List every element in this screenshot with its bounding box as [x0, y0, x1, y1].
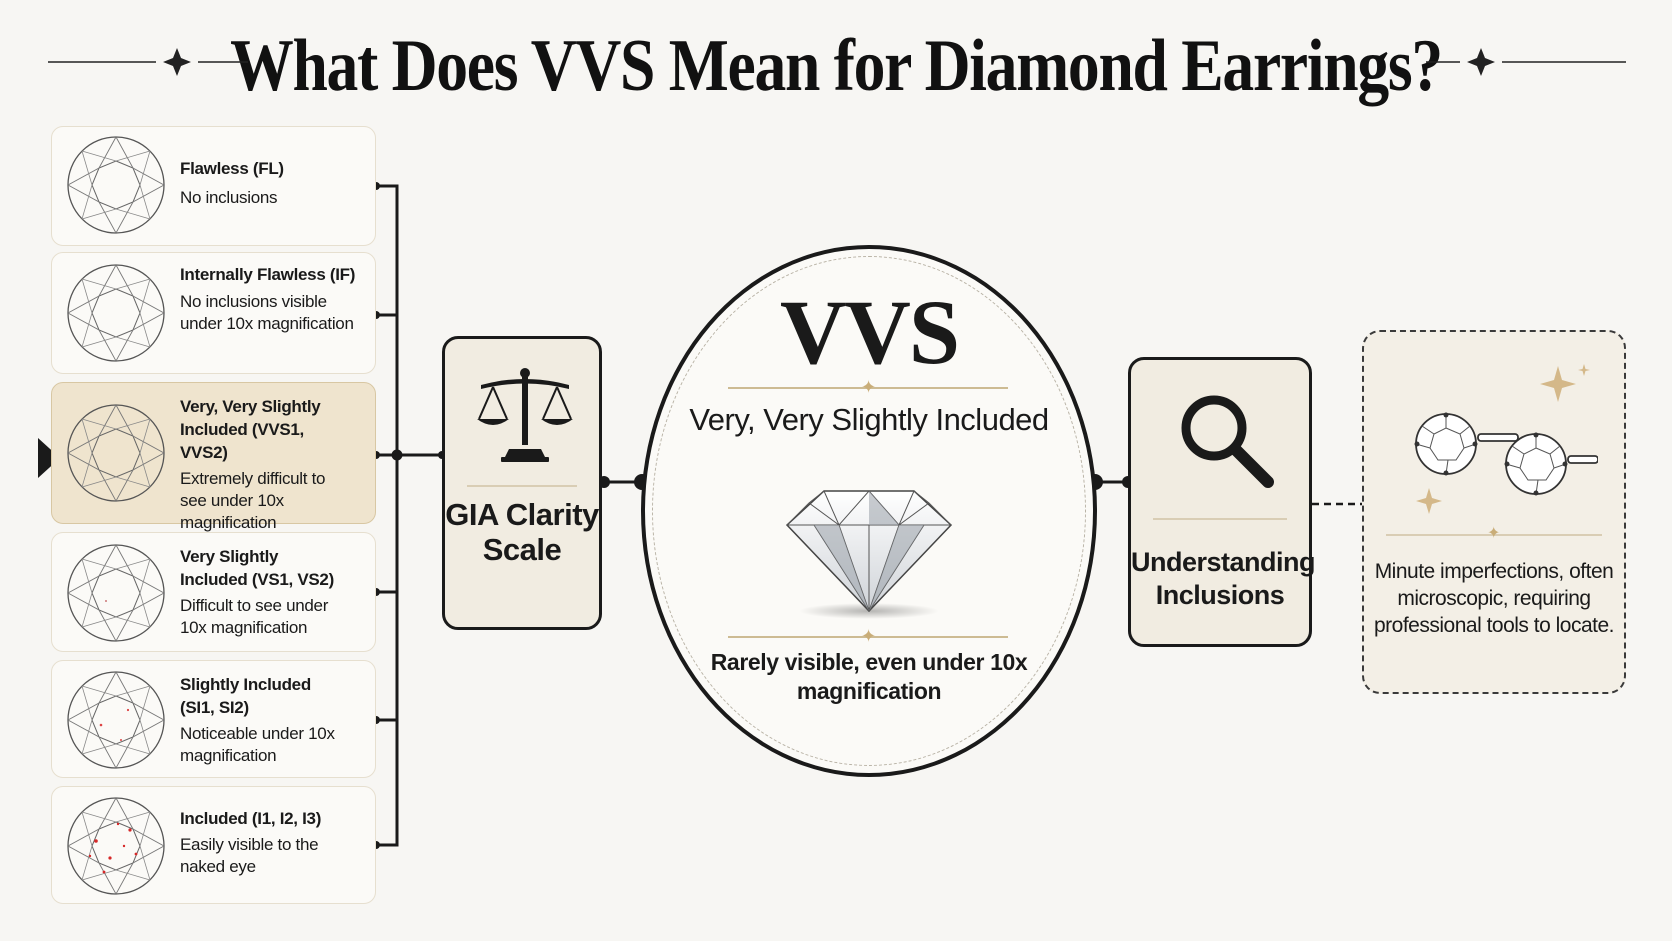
sparkle-icon [1416, 488, 1442, 514]
diamond-outline-icon [67, 136, 165, 234]
minute-imperfections-card: ✦ Minute imperfections, often microscopi… [1362, 330, 1626, 694]
sparkle-icon: ✦ [861, 626, 877, 646]
ornament-left [48, 48, 248, 76]
stud-earrings-icon [1414, 412, 1598, 496]
gia-clarity-scale-card: GIA Clarity Scale [442, 336, 602, 630]
grade-description: Easily visible to the naked eye [180, 835, 319, 876]
diamond-outline-icon [67, 404, 165, 502]
grade-description: Difficult to see under 10x magnification [180, 596, 329, 637]
sparkle-icon: ✦ [861, 377, 877, 397]
gold-divider [728, 387, 1008, 389]
ornament-right [1426, 48, 1626, 76]
grade-description: No inclusions visible under 10x magnific… [180, 292, 354, 333]
understanding-inclusions-card: Understanding Inclusions [1128, 357, 1316, 647]
grade-name: Internally Flawless (IF) [180, 265, 356, 284]
diamond-outline-icon [67, 671, 165, 769]
diamond-icon [785, 490, 953, 619]
grade-name: Very Slightly Included (VS1, VS2) [180, 547, 334, 589]
grade-description: No inclusions [180, 188, 278, 207]
grade-name: Flawless (FL) [180, 159, 284, 178]
sparkle-icon [1540, 364, 1590, 402]
magnifying-glass-icon [1181, 395, 1274, 488]
grade-card-i: Included (I1, I2, I3) Easily visible to … [51, 786, 376, 904]
grade-card-if: Internally Flawless (IF) No inclusions v… [51, 252, 376, 374]
grade-card-fl: Flawless (FL) No inclusions [51, 126, 376, 246]
diamond-outline-icon [67, 797, 165, 895]
grade-name: Included (I1, I2, I3) [180, 809, 322, 828]
page-title: What Does VVS Mean for Diamond Earrings? [230, 25, 1443, 107]
gold-divider [728, 636, 1008, 638]
divider [1153, 518, 1287, 520]
grade-card-vs: Very Slightly Included (VS1, VS2) Diffic… [51, 532, 376, 652]
diamond-outline-icon [67, 264, 165, 362]
balance-scale-icon [477, 368, 573, 462]
vvs-subtitle: Rarely visible, even under 10x magnifica… [710, 649, 1028, 704]
grade-card-si: Slightly Included (SI1, SI2) Noticeable … [51, 660, 376, 778]
vvs-full-name: Very, Very Slightly Included [689, 402, 1049, 437]
grade-description: Noticeable under 10x magnification [180, 724, 335, 765]
gia-label: GIA Clarity Scale [445, 497, 599, 567]
diamond-outline-icon [67, 544, 165, 642]
minute-imperfections-text: Minute imperfections, often microscopic,… [1374, 560, 1614, 637]
sparkle-icon: ✦ [1487, 525, 1501, 542]
grade-name: Very, Very Slightly Included (VVS1, VVS2… [180, 397, 321, 462]
grade-card-vvs: Very, Very Slightly Included (VVS1, VVS2… [51, 382, 376, 532]
divider [1386, 534, 1602, 536]
vvs-inner-dashed-ring [652, 256, 1086, 766]
inclusions-label: Understanding Inclusions [1131, 547, 1316, 610]
grade-name: Slightly Included (SI1, SI2) [180, 675, 311, 717]
divider [467, 485, 577, 487]
grade-description: Extremely difficult to see under 10x mag… [180, 469, 326, 532]
vvs-abbreviation: VVS [779, 281, 960, 383]
